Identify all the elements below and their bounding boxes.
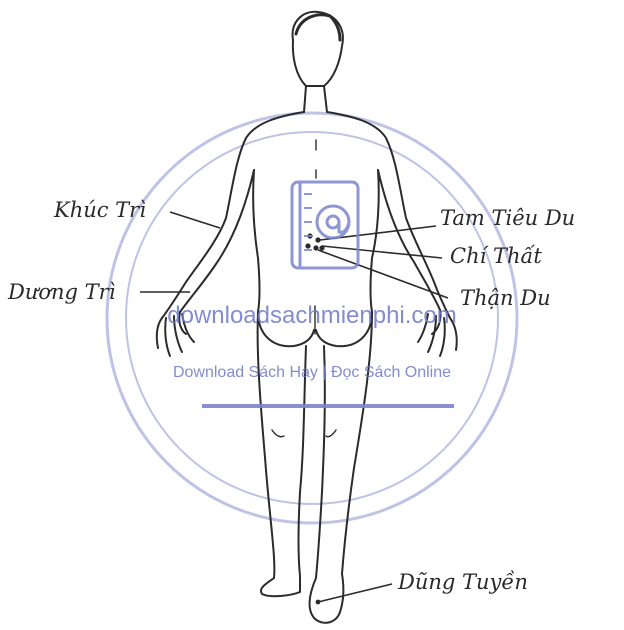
label-dung-tuyen: Dũng Tuyền: [398, 570, 528, 594]
watermark-tagline: Download Sách Hay | Đọc Sách Online: [0, 364, 624, 382]
book-at-icon: [292, 182, 358, 268]
label-duong-tri: Dương Trì: [8, 280, 115, 304]
watermark-underline: [202, 404, 454, 408]
watermark-url: downloadsachmienphi.com: [0, 302, 624, 330]
label-tam-tieu-du: Tam Tiêu Du: [440, 206, 575, 230]
label-khuc-tri: Khúc Trì: [54, 198, 146, 222]
label-chi-that: Chí Thất: [450, 244, 542, 268]
acupoints: [305, 233, 324, 604]
